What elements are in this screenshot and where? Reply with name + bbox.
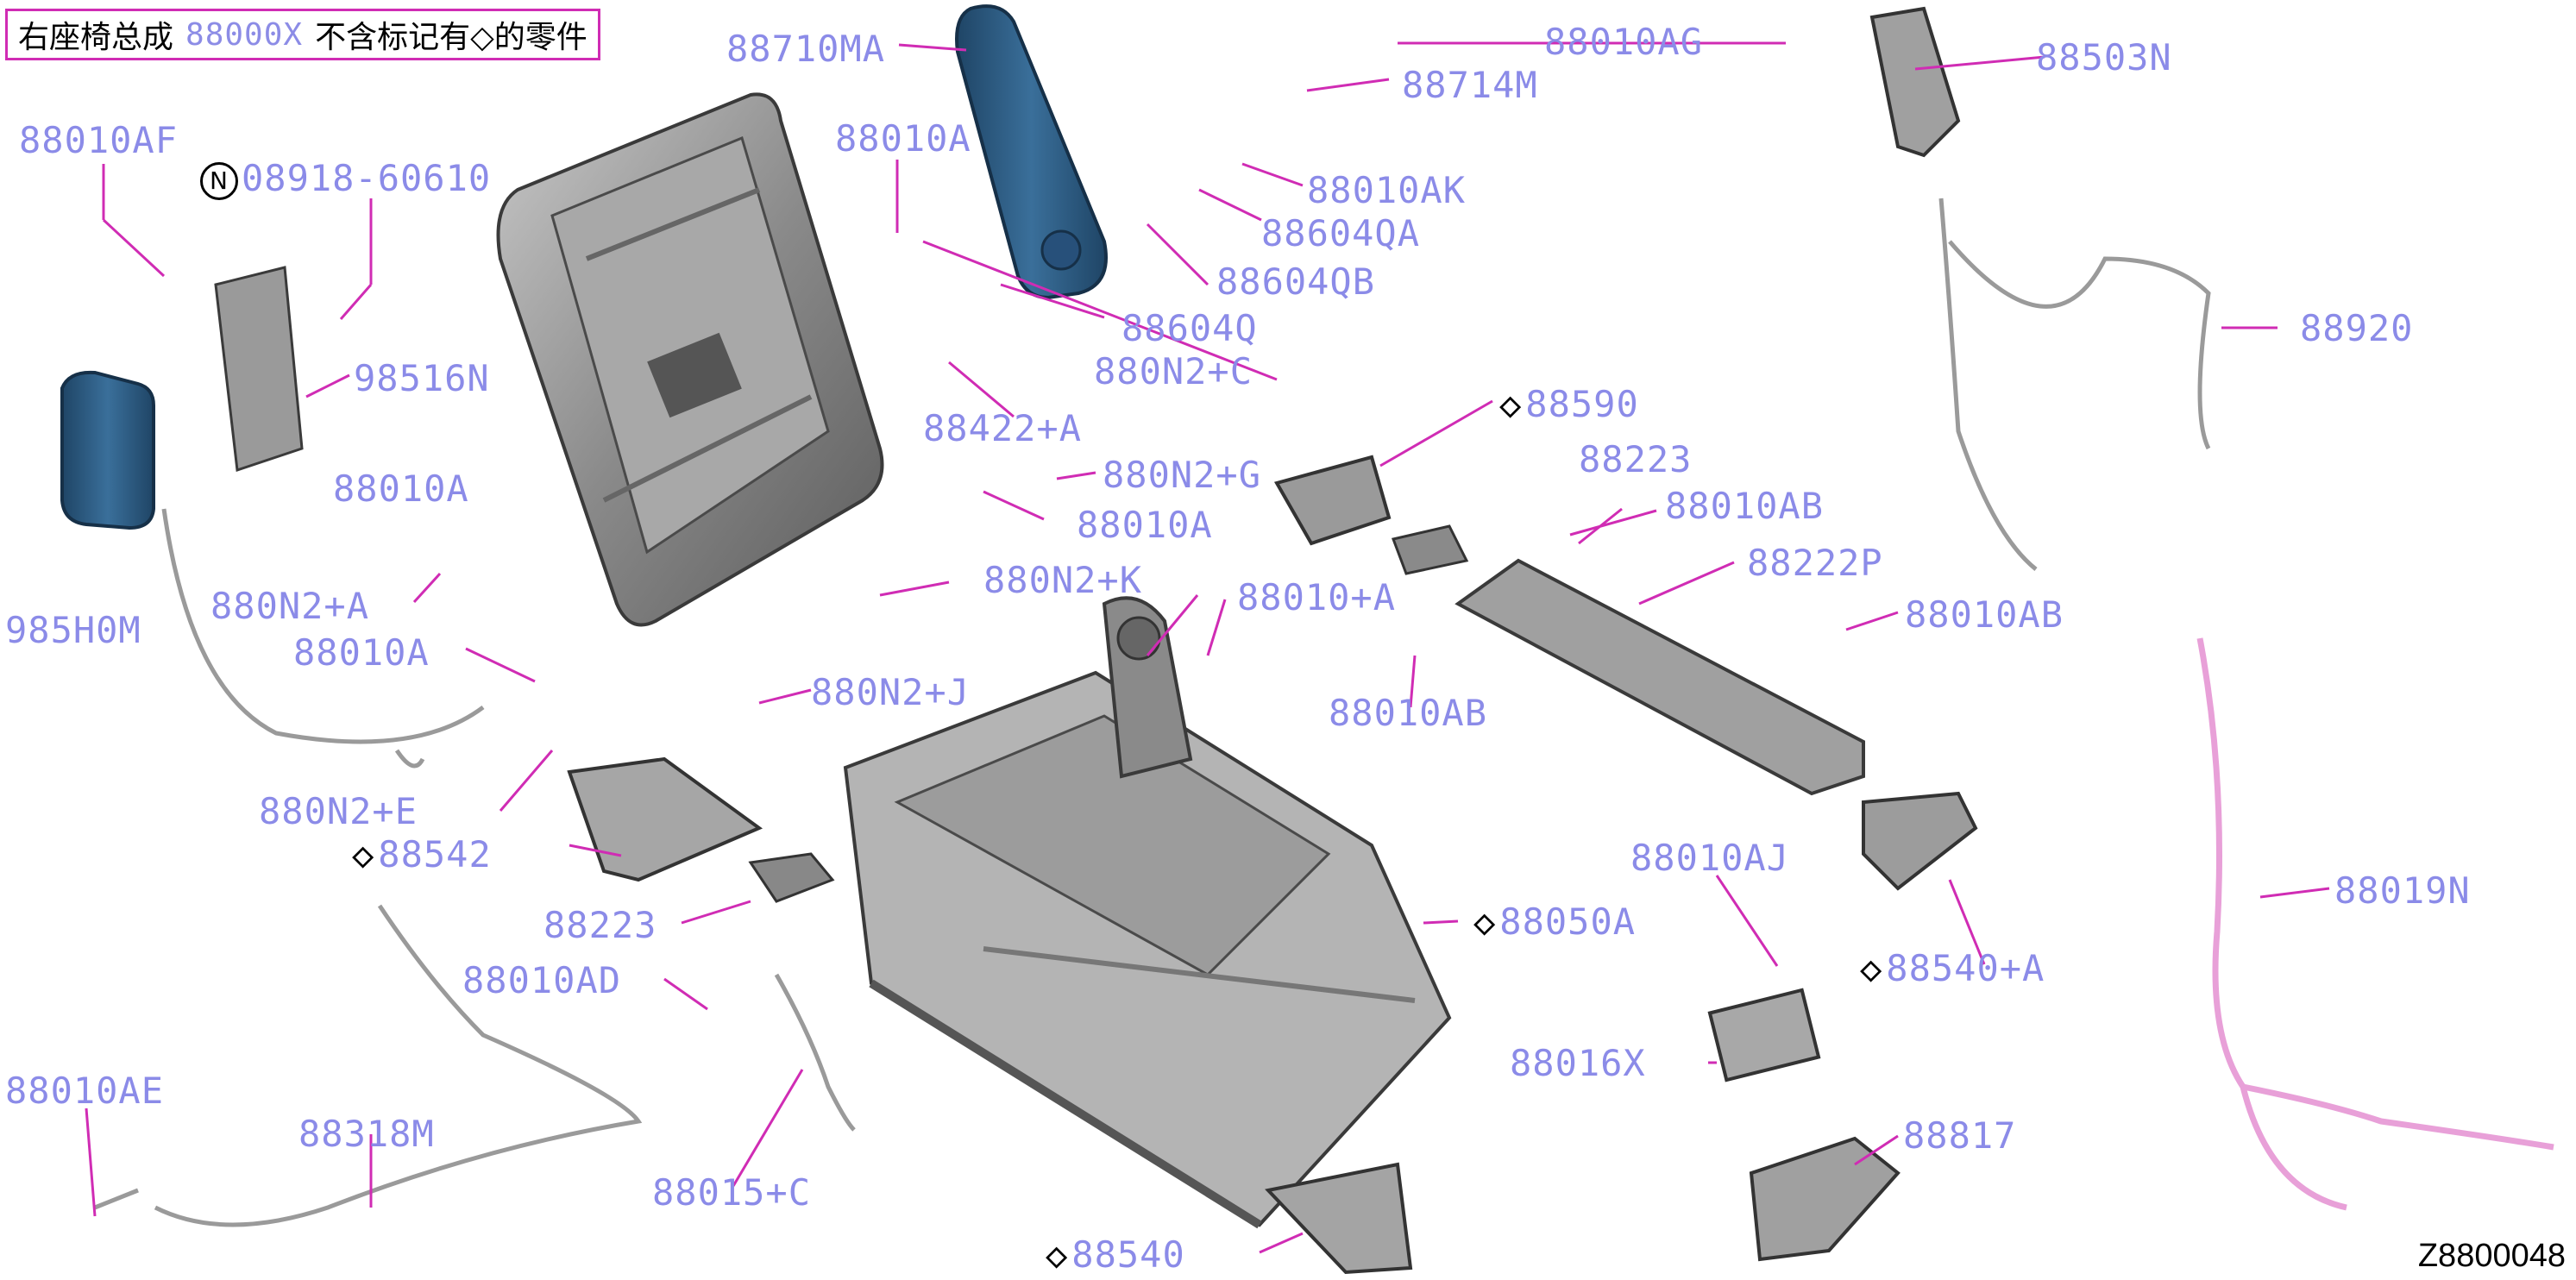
diamond-marker-icon: ◇	[1499, 383, 1523, 425]
diamond-marker-icon: ◇	[1473, 900, 1497, 943]
part-label[interactable]: 88010AK	[1307, 169, 1467, 211]
bracket-88817	[1749, 1136, 1901, 1262]
trim-cover-88542	[567, 756, 763, 882]
part-label[interactable]: 88010AB	[1905, 593, 2064, 636]
control-module-88016x	[1707, 988, 1821, 1082]
title-suffix: 不含标记有◇的零件	[315, 20, 587, 55]
figure-code: Z8800048	[2417, 1238, 2566, 1274]
part-label[interactable]: 88223	[543, 904, 657, 946]
part-label[interactable]: 88015+C	[652, 1171, 812, 1214]
title-assembly-code: 88000X	[185, 16, 304, 53]
part-label[interactable]: 88010A	[835, 117, 971, 160]
side-airbag	[60, 370, 155, 530]
diamond-marker-icon: ◇	[1860, 947, 1883, 989]
part-label[interactable]: 88010AB	[1665, 485, 1825, 527]
part-label[interactable]: 88710MA	[726, 28, 886, 70]
part-label[interactable]: 88318M	[298, 1113, 435, 1155]
part-label[interactable]: 880N2+A	[210, 585, 370, 627]
part-label[interactable]: ◇88590	[1499, 383, 1639, 425]
trim-cover-88223-upper	[1391, 524, 1469, 575]
leader-lines	[85, 41, 2330, 1254]
diamond-marker-icon: ◇	[352, 833, 375, 875]
part-label[interactable]: 880N2+C	[1094, 350, 1253, 392]
part-label[interactable]: 88010+A	[1237, 576, 1397, 618]
part-label[interactable]: 88010AJ	[1630, 837, 1790, 879]
part-label[interactable]: 88422+A	[923, 407, 1083, 449]
part-label[interactable]: 88010A	[293, 631, 430, 674]
part-label[interactable]: 88010AE	[5, 1070, 165, 1112]
part-label[interactable]: ◇88540	[1046, 1233, 1185, 1276]
harness-88920	[1938, 198, 2211, 571]
part-label[interactable]: 88010AG	[1544, 21, 1704, 63]
part-label[interactable]: ◇88050A	[1473, 900, 1637, 943]
part-label[interactable]: 88010AB	[1329, 692, 1488, 734]
part-label[interactable]: 88604QB	[1216, 260, 1376, 303]
trim-cover-88540	[1265, 1162, 1413, 1275]
part-label[interactable]: 88019N	[2334, 869, 2471, 912]
part-label[interactable]: 88223	[1579, 438, 1693, 480]
diamond-marker-icon: ◇	[1046, 1233, 1069, 1276]
n-marker-icon: N	[200, 161, 238, 200]
harness-88015c	[774, 973, 856, 1132]
part-label[interactable]: 985H0M	[5, 609, 141, 651]
part-label[interactable]: 88604Q	[1122, 307, 1258, 349]
part-label[interactable]: 98516N	[354, 357, 490, 399]
diagram-title: 右座椅总成 88000X 不含标记有◇的零件	[5, 9, 600, 60]
harness-88019n	[2196, 637, 2554, 1211]
part-label[interactable]: 88010A	[1077, 504, 1213, 546]
title-prefix: 右座椅总成	[18, 20, 174, 55]
airbag-bracket	[214, 266, 304, 473]
part-label[interactable]: 880N2+E	[259, 790, 418, 832]
trim-cover-88223-lower	[748, 852, 835, 903]
part-label[interactable]: 88222P	[1747, 542, 1883, 584]
part-label[interactable]: 88010AF	[19, 119, 179, 161]
part-label[interactable]: 88010AD	[462, 959, 622, 1001]
trim-cover-88590	[1273, 455, 1392, 546]
part-label[interactable]: 88503N	[2036, 36, 2172, 78]
part-label[interactable]: 88010A	[333, 467, 469, 510]
part-label[interactable]: 88817	[1903, 1114, 2017, 1157]
part-label[interactable]: 88920	[2300, 307, 2414, 349]
motor-88503n	[1869, 6, 1961, 158]
seat-back-frame	[496, 92, 884, 627]
harness-985h0m	[161, 508, 485, 769]
part-label[interactable]: 880N2+J	[811, 671, 971, 713]
part-label[interactable]: ◇88542	[352, 833, 492, 875]
part-label[interactable]: 88604QA	[1261, 212, 1421, 254]
part-label[interactable]: 880N2+G	[1103, 454, 1262, 496]
cable-88318m	[94, 904, 643, 1227]
part-label[interactable]: 88016X	[1510, 1042, 1646, 1084]
part-label[interactable]: 88714M	[1402, 64, 1538, 106]
trim-cover-88540-a	[1862, 791, 1978, 891]
part-label[interactable]: ◇88540+A	[1860, 947, 2045, 989]
part-label[interactable]: 880N2+K	[983, 559, 1143, 601]
armrest-trim	[955, 4, 1108, 300]
seat-rail-cover	[1454, 558, 1865, 796]
seat-cushion-frame	[843, 596, 1452, 1229]
